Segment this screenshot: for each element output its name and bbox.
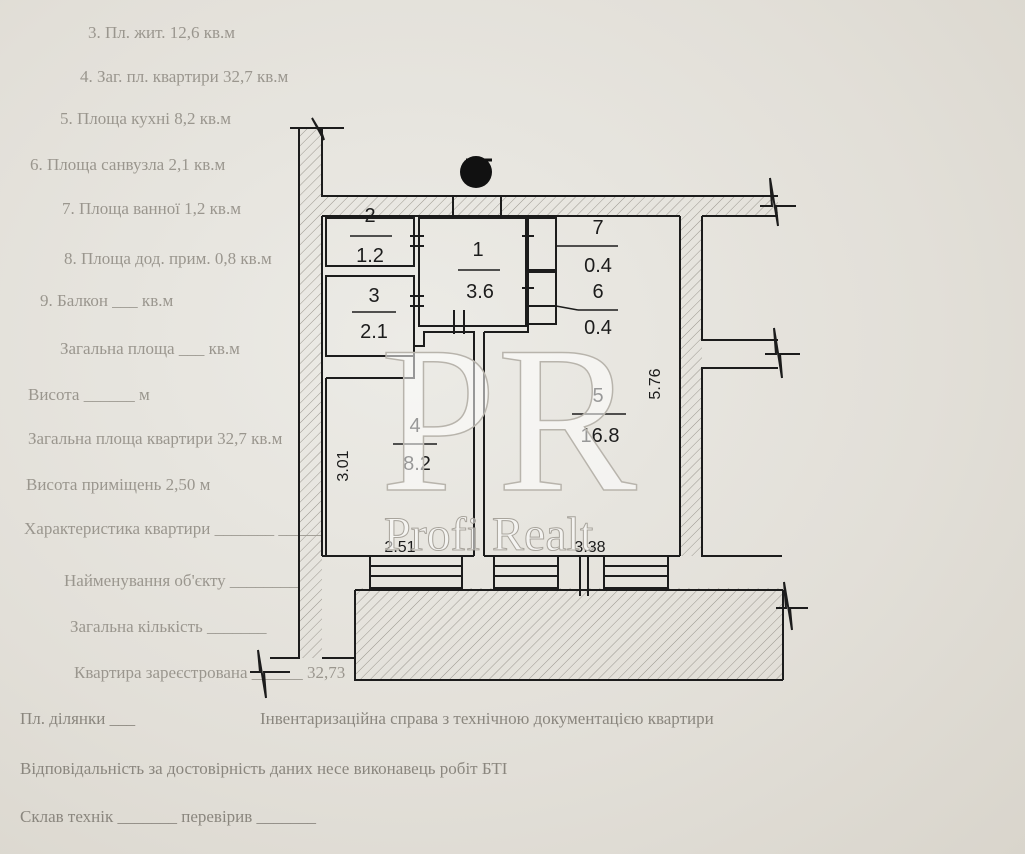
- bg-line-6: 8. Площа дод. прим. 0,8 кв.м: [64, 249, 272, 268]
- dim-room4-height: 3.01: [335, 450, 352, 481]
- dimension-labels: 3.01 5.76 2.51 3.38: [335, 368, 664, 556]
- bg-line-15: Квартира зареєстрована ______ 32,73: [74, 663, 345, 682]
- room-3-number: 3: [368, 285, 379, 307]
- dim-room5-height: 5.76: [647, 368, 664, 399]
- room-7-number: 7: [592, 217, 603, 239]
- watermark-monogram: PR: [380, 304, 637, 536]
- room-5-area: 16.8: [581, 425, 620, 447]
- room-2-area: 1.2: [356, 245, 384, 267]
- bg-line-3: 5. Площа кухні 8,2 кв.м: [60, 109, 231, 128]
- bg-line-8: Загальна площа ___ кв.м: [60, 339, 240, 358]
- bg-line-14: Загальна кількість _______: [70, 617, 267, 636]
- room-labels: 2 1.2 3 2.1 1 3.6 7 0.4 6 0.4 4: [350, 205, 626, 475]
- room-4-number: 4: [409, 415, 420, 437]
- watermark: PR Profi Realt: [379, 303, 637, 561]
- room-5-number: 5: [592, 385, 603, 407]
- bg-line-1: 3. Пл. жит. 12,6 кв.м: [88, 23, 235, 42]
- bg-line-9: Висота ______ м: [28, 385, 150, 404]
- room-4-label: 4 8.2: [393, 415, 437, 475]
- bg-line-18: Відповідальність за достовірність даних …: [20, 759, 508, 778]
- room-6-label: 6 0.4: [555, 281, 618, 339]
- bg-line-5: 7. Площа ванної 1,2 кв.м: [62, 199, 241, 218]
- room-7-area: 0.4: [584, 255, 612, 277]
- room-6-number: 6: [592, 281, 603, 303]
- bg-line-10: Загальна площа квартири 32,7 кв.м: [28, 429, 283, 448]
- room-3-label: 3 2.1: [352, 285, 396, 343]
- room-1-area: 3.6: [466, 281, 494, 303]
- room-1-number: 1: [472, 239, 483, 261]
- room-5-label: 5 16.8: [572, 385, 626, 447]
- dim-room4-width: 2.51: [384, 539, 415, 556]
- bg-line-12: Характеристика квартири _______ _____: [24, 519, 321, 538]
- room-3-area: 2.1: [360, 321, 388, 343]
- bg-line-19: Склав технік _______ перевірив _______: [20, 807, 317, 826]
- room-6-area: 0.4: [584, 317, 612, 339]
- bg-line-13: Найменування об'єкту ________: [64, 571, 298, 590]
- watermark-name: Profi Realt: [384, 508, 594, 561]
- bg-line-7: 9. Балкон ___ кв.м: [40, 291, 173, 310]
- room-7-label: 7 0.4: [556, 217, 618, 277]
- bg-line-11: Висота приміщень 2,50 м: [26, 475, 211, 494]
- bg-line-17: Інвентаризаційна справа з технічною доку…: [260, 709, 714, 728]
- bg-line-2: 4. Заг. пл. квартири 32,7 кв.м: [80, 67, 288, 86]
- dim-room5-width: 3.38: [574, 539, 605, 556]
- room-2-number: 2: [364, 205, 375, 227]
- entrance-marker-icon: [460, 156, 492, 188]
- bg-line-16: Пл. ділянки ___: [20, 709, 136, 728]
- room-1-label: 1 3.6: [458, 239, 500, 303]
- bg-line-4: 6. Площа санвузла 2,1 кв.м: [30, 155, 226, 174]
- room-2-label: 2 1.2: [350, 205, 392, 267]
- room-4-area: 8.2: [403, 453, 431, 475]
- background-form-text: 3. Пл. жит. 12,6 кв.м 4. Заг. пл. кварти…: [20, 23, 714, 826]
- walls: [250, 117, 808, 699]
